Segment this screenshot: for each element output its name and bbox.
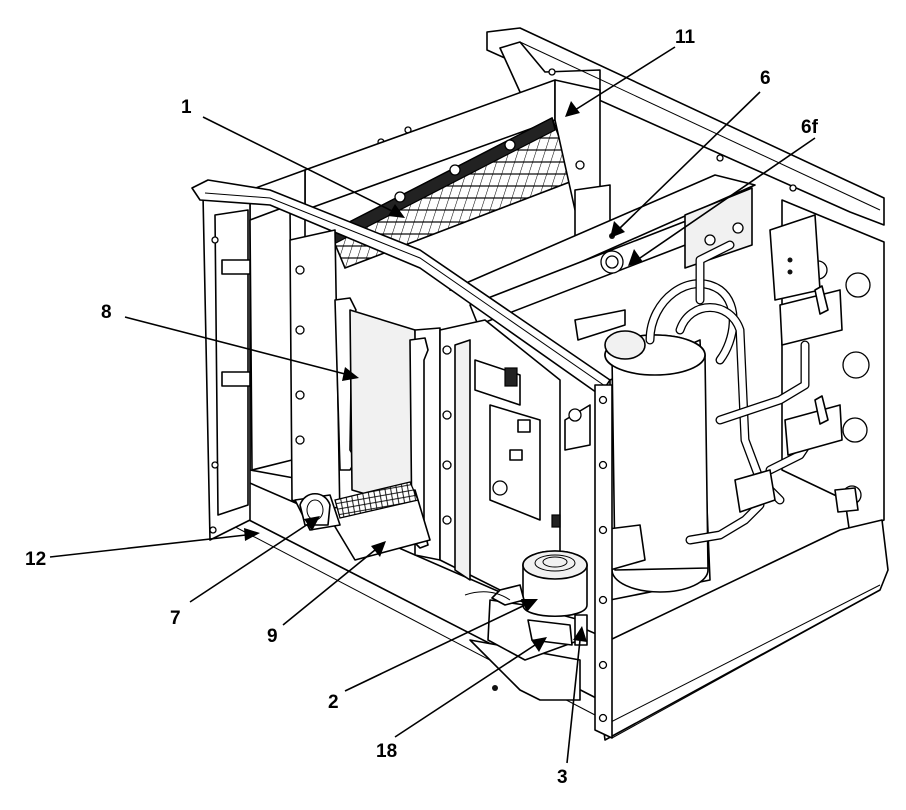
evaporator bbox=[304, 79, 601, 270]
water-pump bbox=[464, 550, 588, 661]
leader-9 bbox=[282, 541, 386, 626]
callout-7: 7 bbox=[170, 608, 181, 629]
callout-6: 6 bbox=[760, 68, 771, 89]
leader-6 bbox=[610, 91, 761, 238]
leader-12 bbox=[49, 528, 260, 558]
callout-labels: 1 11 6 6f 8 12 7 9 2 18 3 bbox=[25, 27, 819, 788]
callout-18: 18 bbox=[376, 741, 397, 762]
leader-8 bbox=[124, 316, 359, 381]
compressor-assembly bbox=[564, 214, 859, 601]
callout-11: 11 bbox=[675, 27, 696, 48]
leader-3 bbox=[566, 626, 587, 764]
machine-illustration bbox=[191, 27, 889, 741]
callout-9: 9 bbox=[267, 626, 278, 647]
leader-11 bbox=[565, 46, 676, 117]
leader-6f bbox=[628, 137, 816, 266]
leader-1 bbox=[202, 116, 405, 218]
callout-1: 1 bbox=[181, 97, 192, 118]
front-corner-post bbox=[594, 384, 881, 739]
leader-2 bbox=[344, 599, 538, 692]
callout-6f: 6f bbox=[801, 117, 819, 138]
left-frame bbox=[202, 189, 293, 541]
leader-lines bbox=[49, 46, 816, 764]
callout-2: 2 bbox=[328, 692, 339, 713]
control-crossbar bbox=[449, 174, 756, 326]
leader-18 bbox=[394, 637, 547, 738]
callout-3: 3 bbox=[557, 767, 568, 788]
control-box bbox=[439, 319, 561, 621]
leader-7 bbox=[189, 516, 320, 603]
callout-12: 12 bbox=[25, 549, 46, 570]
callout-8: 8 bbox=[101, 302, 112, 323]
